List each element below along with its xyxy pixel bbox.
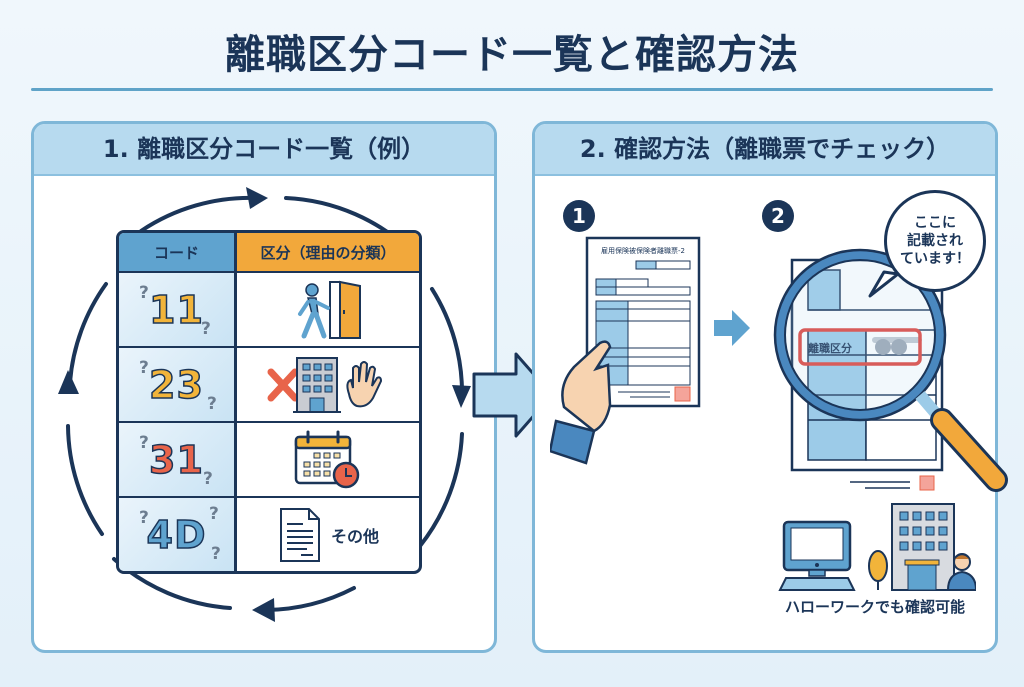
cycle-arrows-icon (58, 187, 471, 622)
office-building-icon (891, 503, 955, 591)
hand-icon (561, 340, 612, 433)
hellowork-illustration (778, 503, 976, 591)
computer-icon (778, 520, 856, 591)
question-mark: ? (139, 433, 149, 453)
code-value: 23 (148, 362, 204, 408)
step-arrow-icon (714, 310, 750, 346)
separation-form-icon: 雇用保険被保険者離職票-2 (550, 236, 701, 465)
question-mark: ? (139, 358, 149, 378)
tree-icon (868, 550, 888, 590)
code-value: 11 (148, 287, 204, 333)
code-list-panel: 1. 離職区分コード一覧（例） コード 区分（理由の分類） ? (31, 121, 497, 653)
code-list-heading: 1. 離職区分コード一覧（例） (34, 124, 494, 176)
table-row: ? 31 ? (119, 421, 419, 496)
hellowork-label: ハローワークでも確認可能 (784, 598, 965, 616)
question-mark: ? (139, 508, 149, 528)
table-row: ? 4D ? ? その他 (119, 496, 419, 571)
field-label: 離職区分 (808, 341, 852, 355)
code-cell: ? 4D ? ? (119, 498, 237, 571)
question-mark: ? (139, 283, 149, 303)
code-cell: ? 31 ? (119, 423, 237, 496)
highlight-box (798, 328, 922, 366)
step-1-badge: 1 (563, 200, 595, 232)
bubble-tail-icon (868, 270, 900, 298)
question-mark: ? (201, 319, 211, 339)
question-mark: ? (203, 469, 213, 489)
category-cell (237, 348, 419, 421)
question-mark: ? (209, 504, 219, 524)
check-method-heading: 2. 確認方法（離職票でチェック） (535, 124, 995, 176)
person-leaving-door-icon (298, 280, 361, 339)
header-code: コード (119, 233, 237, 271)
form-title: 雇用保険被保険者離職票-2 (601, 246, 685, 255)
speech-bubble: ここに 記載され ています！ (884, 190, 986, 292)
hand-icon (346, 360, 383, 407)
code-cell: ? 23 ? (119, 348, 237, 421)
question-mark: ? (207, 394, 217, 414)
category-cell (237, 273, 419, 346)
code-cell: ? 11 ? (119, 273, 237, 346)
category-cell: その他 (237, 498, 419, 571)
title-divider (31, 88, 993, 91)
document-icon (279, 507, 320, 562)
category-label: その他 (330, 526, 379, 546)
table-header-row: コード 区分（理由の分類） (119, 233, 419, 271)
table-row: ? 11 ? (119, 271, 419, 346)
page-title: 離職区分コード一覧と確認方法 (225, 32, 799, 78)
category-cell (237, 423, 419, 496)
magnifier-form-icon: 離職区分 (773, 248, 1008, 492)
calendar-clock-icon (294, 430, 360, 488)
company-dismissal-icon (267, 356, 383, 413)
code-value: 31 (148, 437, 204, 483)
code-table: コード 区分（理由の分類） ? 11 ? (116, 230, 422, 574)
cross-icon (267, 368, 299, 401)
table-row: ? 23 ? (119, 346, 419, 421)
step-2-badge: 2 (762, 200, 794, 232)
header-category: 区分（理由の分類） (237, 233, 419, 271)
code-value: 4D (146, 512, 207, 558)
staff-person-icon (946, 553, 976, 591)
question-mark: ? (211, 544, 221, 564)
